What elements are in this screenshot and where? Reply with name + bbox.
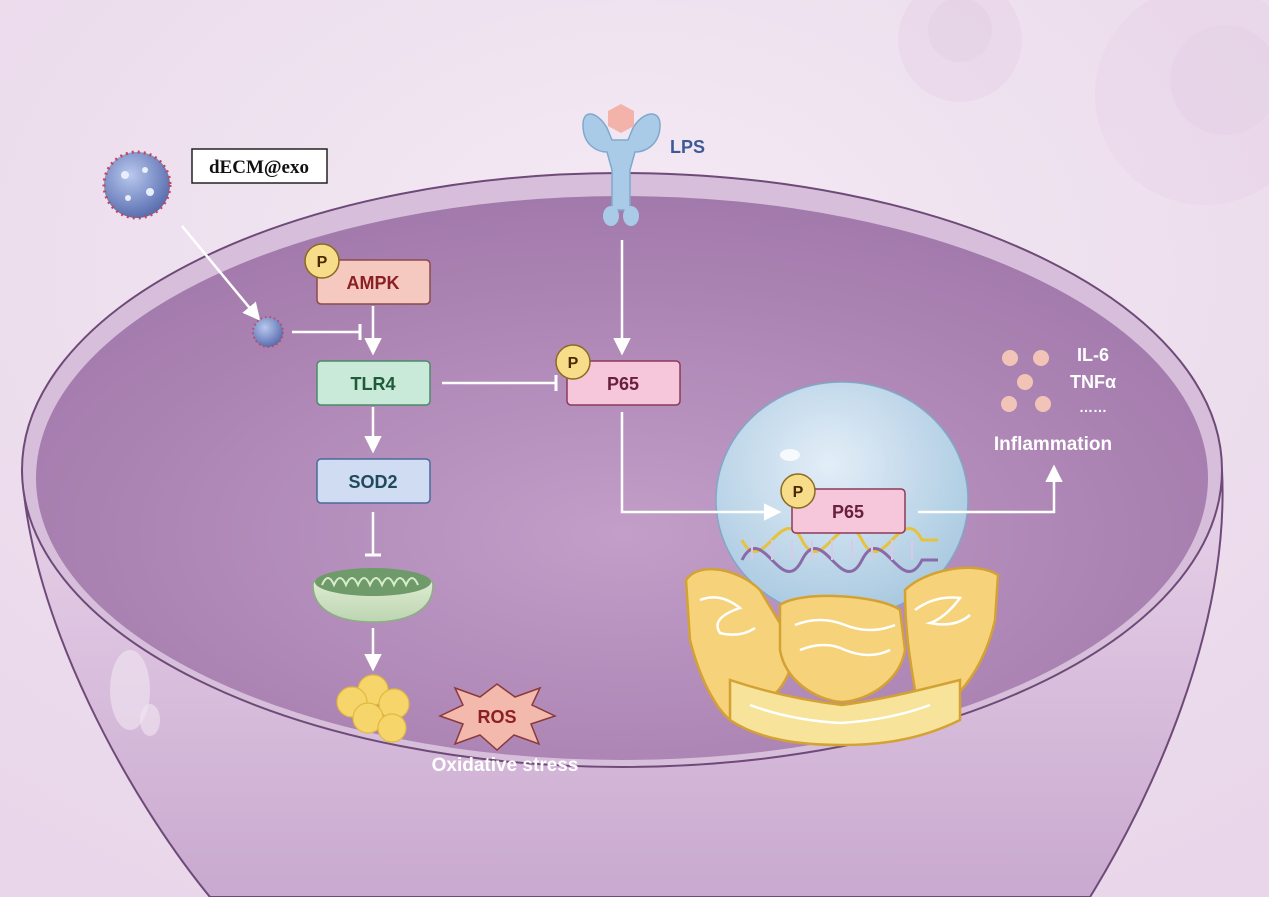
ros-burst: ROS [438,683,557,752]
p65-nucleus-label: P65 [832,502,864,522]
tlr4-node: TLR4 [316,360,431,406]
ampk-node: AMPK P [304,243,431,305]
cytokine-dots-icon [1001,350,1051,412]
dna-helix-icon [740,526,938,574]
il6-label: IL-6 [1077,345,1109,365]
mitochondrion-icon [312,568,434,623]
tlr4-label: TLR4 [351,374,396,394]
background-cells [898,0,1269,205]
ros-label: ROS [477,707,516,727]
cytokine-ellipsis-label: …… [1079,399,1107,415]
decm-exo-label: dECM@exo [209,157,309,178]
p65-translocation-arrow [620,412,782,521]
lps-label: LPS [670,137,705,157]
sod2-label: SOD2 [348,472,397,492]
p65-nucleus-phospho-label: P [793,484,804,501]
decm-exo-label-box [191,148,328,184]
inflammation-label: Inflammation [994,434,1112,455]
p65-cytoplasm-node: P65 P [555,344,681,406]
tnfa-label: TNFα [1070,372,1116,392]
ampk-phospho-badge [304,243,340,279]
p65-nucleus-phospho-badge [780,473,816,509]
endoplasmic-reticulum-icon [684,566,1000,747]
p65-nucleus-node: P65 P [780,473,906,534]
internalized-exosome-icon [252,316,284,348]
ampk-label: AMPK [347,273,400,293]
p65-cytoplasm-phospho-label: P [568,355,579,372]
exosome-entry-arrow [181,225,261,321]
p65-to-inflammation-arrow [918,464,1063,514]
sod2-node: SOD2 [316,458,431,504]
p65-cytoplasm-label: P65 [607,374,639,394]
exosome-icon [102,150,172,220]
oxidative-stress-label: Oxidative stress [432,755,579,776]
ampk-phospho-label: P [317,254,328,271]
p65-cytoplasm-phospho-badge [555,344,591,380]
lps-receptor-icon [582,104,661,226]
er-folds [699,596,971,725]
ros-particle-cluster-icon [336,674,410,743]
